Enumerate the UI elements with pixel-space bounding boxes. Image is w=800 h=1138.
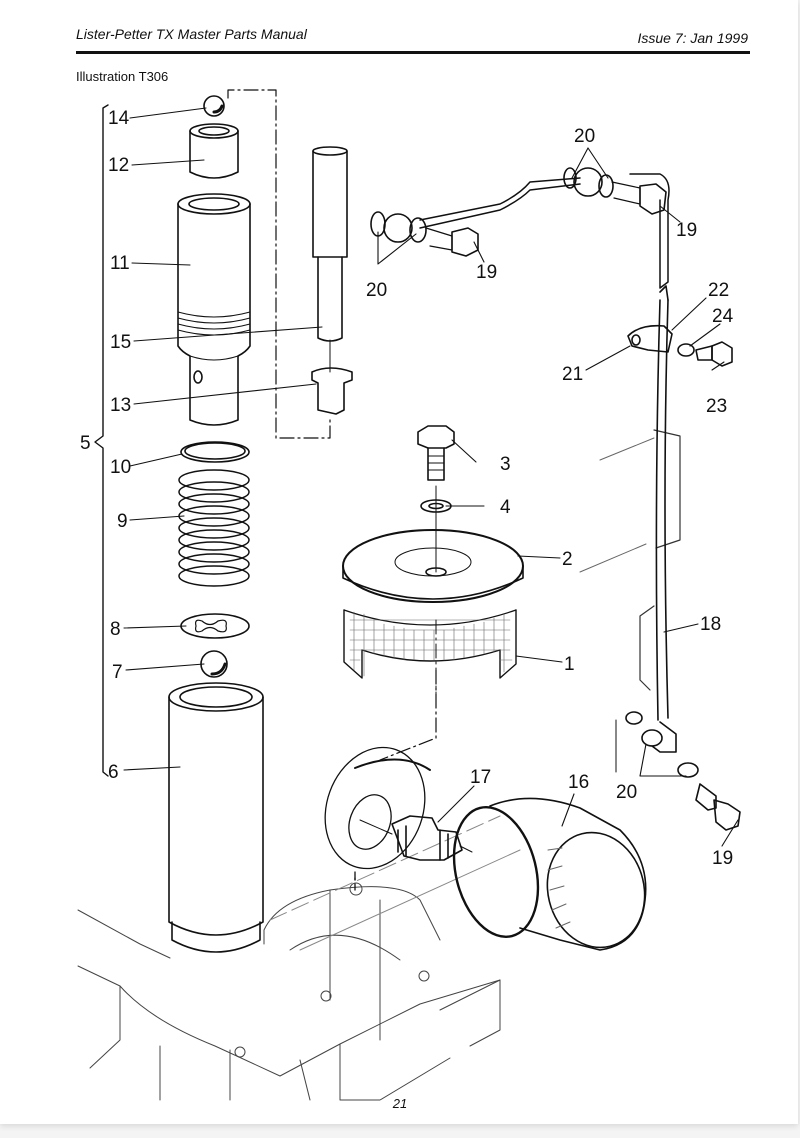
callout-20-lower: 20 — [616, 782, 637, 803]
callout-11: 11 — [110, 253, 130, 274]
part-3-screw — [417, 425, 455, 481]
part-16-oil-filter — [452, 797, 647, 951]
part-15-plunger — [312, 146, 348, 342]
header-rule — [76, 51, 750, 54]
callout-18: 18 — [700, 614, 721, 635]
issue-date: Issue 7: Jan 1999 — [637, 30, 748, 46]
callout-labels: 14 12 11 15 13 5 10 9 8 7 6 3 4 2 1 17 1… — [80, 108, 734, 869]
part-6-housing — [168, 682, 264, 953]
callout-19-lower: 19 — [712, 848, 733, 869]
part-17-adaptor — [359, 815, 473, 861]
part-10-washer — [180, 441, 250, 463]
callout-20-top: 20 — [574, 126, 595, 147]
part-1-strainer-gauze — [343, 609, 517, 679]
callout-4: 4 — [500, 497, 511, 518]
callout-24: 24 — [712, 306, 734, 327]
engine-crankcase — [77, 815, 521, 1101]
callout-6: 6 — [108, 762, 119, 783]
callout-17: 17 — [470, 767, 491, 788]
callout-19-right: 19 — [676, 220, 697, 241]
callout-22: 22 — [708, 280, 729, 301]
callout-21: 21 — [562, 364, 583, 385]
illustration-title: Illustration T306 — [76, 69, 169, 84]
part-9-spring — [178, 469, 250, 587]
callout-9: 9 — [117, 511, 128, 532]
part-12-cap — [189, 123, 239, 179]
callout-2: 2 — [562, 549, 573, 570]
page-number: 21 — [392, 1096, 408, 1111]
callout-5: 5 — [80, 433, 91, 454]
part-13-guide — [311, 339, 353, 415]
callout-8: 8 — [110, 619, 121, 640]
callout-19-left: 19 — [476, 262, 497, 283]
part-2-strainer-cover — [342, 485, 524, 701]
pipe-clip-assembly — [627, 285, 733, 367]
manual-title: Lister-Petter TX Master Parts Manual — [76, 26, 307, 42]
callout-13: 13 — [110, 395, 131, 416]
assembly-dash-line — [227, 89, 331, 439]
callout-12: 12 — [108, 155, 129, 176]
callout-10: 10 — [110, 457, 131, 478]
upper-oil-pipe — [370, 167, 670, 289]
filter-head — [324, 669, 437, 891]
part-11-pump-body — [177, 193, 251, 426]
part-14-ball — [203, 95, 225, 117]
callout-16: 16 — [568, 772, 589, 793]
lower-oil-pipe-banjo — [615, 711, 741, 831]
callout-23: 23 — [706, 396, 727, 417]
callout-3: 3 — [500, 454, 511, 475]
part-18-oil-pipe — [655, 299, 669, 721]
callout-1: 1 — [564, 654, 575, 675]
callout-15: 15 — [110, 332, 131, 353]
callout-14: 14 — [108, 108, 130, 129]
assembly-bracket — [94, 104, 109, 777]
part-7-ball — [200, 650, 228, 678]
callout-7: 7 — [112, 662, 123, 683]
part-8-retainer — [180, 613, 250, 639]
engine-block-outline — [579, 429, 681, 691]
callout-20-left: 20 — [366, 280, 387, 301]
callout-leaders — [123, 107, 739, 847]
